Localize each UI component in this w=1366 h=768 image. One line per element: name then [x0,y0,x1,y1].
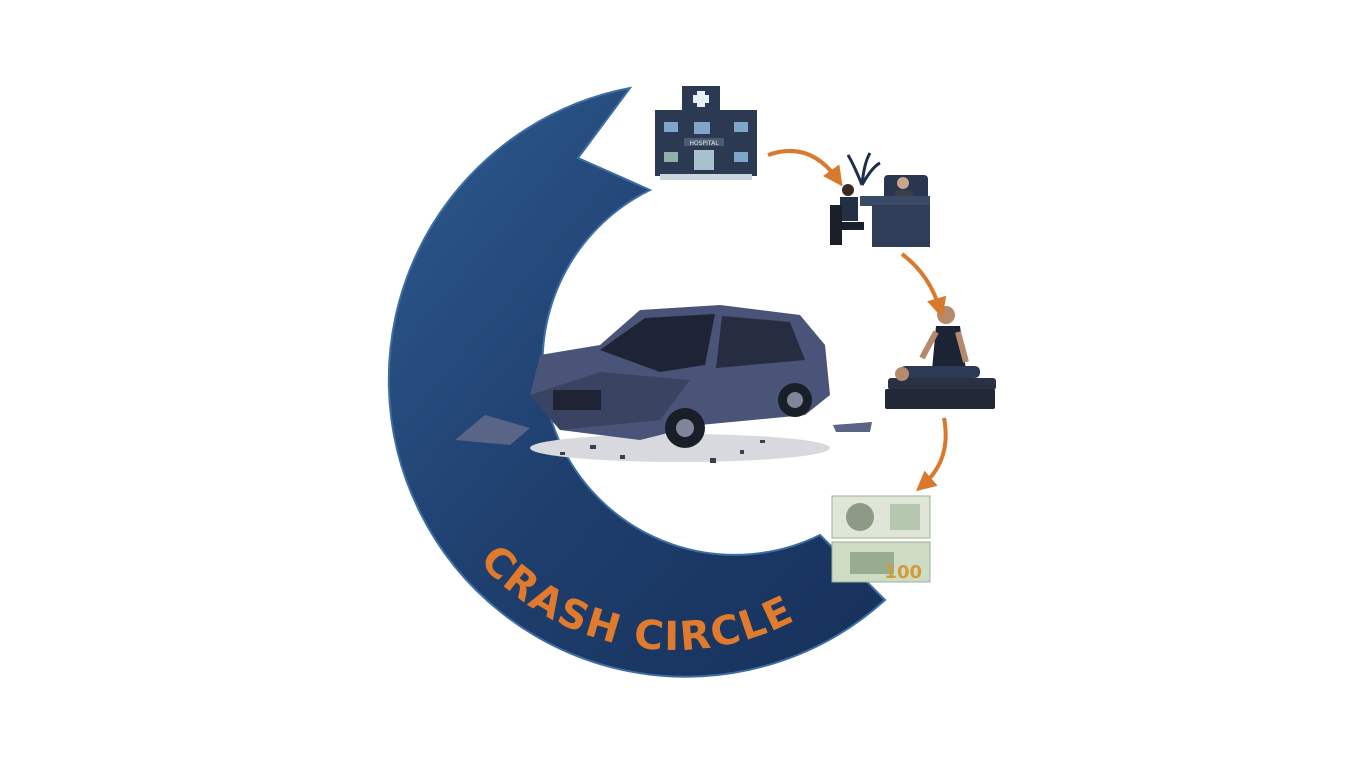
svg-text:HOSPITAL: HOSPITAL [689,140,719,147]
flow-arrow [900,252,947,318]
svg-text:100: 100 [884,562,922,583]
hospital-icon: HOSPITAL [655,86,757,180]
money-icon: 100 [831,495,931,583]
flow-arrow [915,417,948,492]
lawyer-office-icon [830,152,930,247]
wrecked-car-icon [455,305,872,463]
chiropractor-treatment-icon [885,306,996,409]
flow-arrow [767,148,843,187]
